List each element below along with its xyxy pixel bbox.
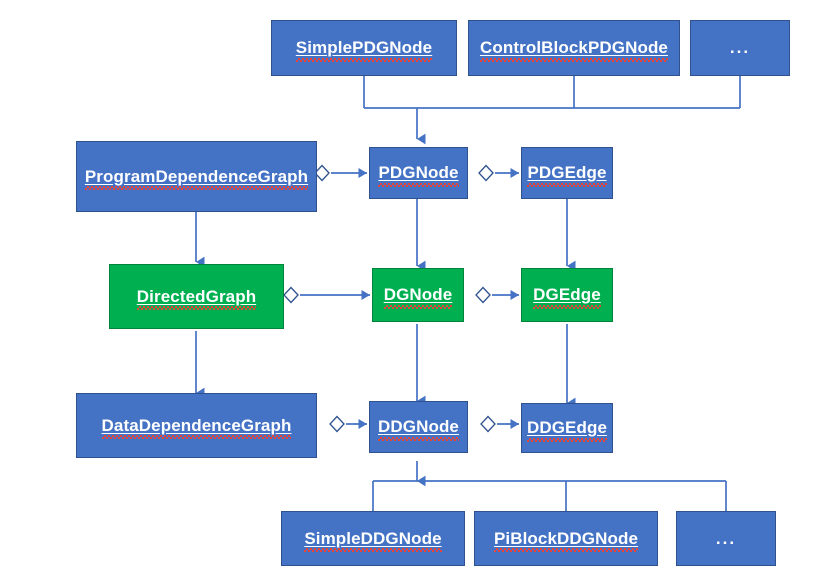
- agg-pdg-pdgnode: [314, 164, 367, 182]
- class-label: ProgramDependenceGraph: [84, 166, 309, 191]
- agg-directedgraph-dgnode: [283, 286, 370, 304]
- class-box-ddg-node[interactable]: DDGNode: [369, 401, 468, 453]
- agg-dgnode-dgedge: [475, 286, 519, 304]
- class-box-program-dependence-graph[interactable]: ProgramDependenceGraph: [76, 141, 317, 212]
- class-label: SimpleDDGNode: [304, 528, 442, 553]
- class-label: SimplePDGNode: [295, 38, 433, 62]
- class-box-pi-block-ddg-node[interactable]: PiBlockDDGNode: [474, 511, 658, 566]
- class-label: PDGNode: [378, 163, 459, 187]
- class-label: DataDependenceGraph: [101, 415, 292, 440]
- class-box-control-block-pdg-node[interactable]: ControlBlockPDGNode: [468, 20, 680, 76]
- agg-ddgnode-ddgedge: [480, 415, 519, 433]
- class-box-directed-graph[interactable]: DirectedGraph: [109, 264, 284, 329]
- class-label: PiBlockDDGNode: [493, 528, 639, 553]
- class-box-simple-pdg-node[interactable]: SimplePDGNode: [271, 20, 457, 76]
- agg-pdgnode-pdgedge: [478, 164, 519, 182]
- class-label: DirectedGraph: [136, 286, 257, 311]
- class-label: ControlBlockPDGNode: [480, 38, 668, 62]
- class-box-dg-edge[interactable]: DGEdge: [521, 268, 613, 322]
- inheritance-top-bus: [363, 76, 741, 145]
- class-box-simple-ddg-node[interactable]: SimpleDDGNode: [281, 511, 465, 566]
- class-label: DDGNode: [378, 417, 459, 441]
- inheritance-bottom-bus: [372, 461, 727, 511]
- class-label: DGEdge: [533, 285, 601, 309]
- class-box-ddg-edge[interactable]: DDGEdge: [521, 403, 613, 453]
- class-box-data-dependence-graph[interactable]: DataDependenceGraph: [76, 393, 317, 458]
- class-label: PDGEdge: [527, 163, 607, 187]
- class-label: DDGEdge: [526, 418, 608, 442]
- class-label: DGNode: [383, 285, 453, 309]
- class-box-pdg-node[interactable]: PDGNode: [369, 147, 468, 199]
- class-box-pdg-more[interactable]: ...: [690, 20, 790, 76]
- class-box-pdg-edge[interactable]: PDGEdge: [521, 147, 613, 199]
- class-box-ddg-more[interactable]: ...: [676, 511, 776, 566]
- class-box-dg-node[interactable]: DGNode: [372, 268, 464, 322]
- class-label: ...: [715, 528, 737, 548]
- agg-ddg-ddgnode: [329, 415, 367, 433]
- class-label: ...: [729, 38, 751, 58]
